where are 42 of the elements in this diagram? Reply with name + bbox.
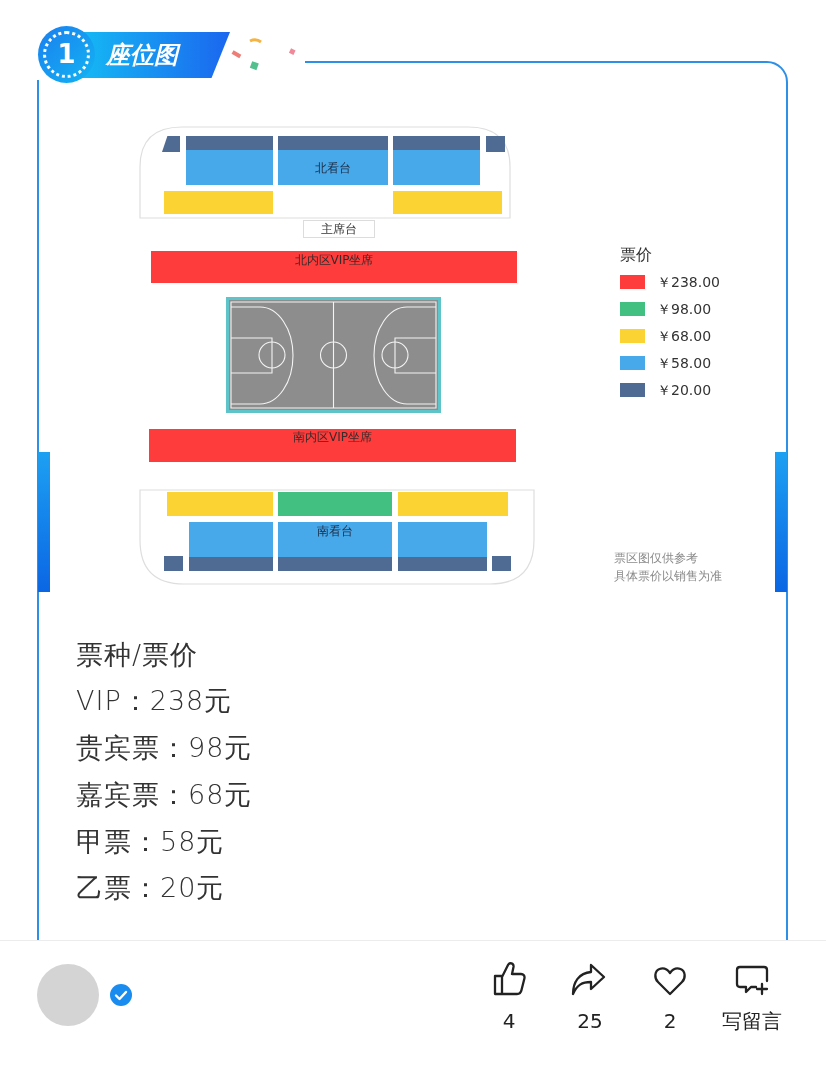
legend-label: ￥68.00 <box>657 327 712 345</box>
legend-label: ￥238.00 <box>657 273 720 291</box>
seat-section <box>398 557 487 571</box>
seat-section: 北内区VIP坐席 <box>151 251 517 283</box>
legend-label: ￥20.00 <box>657 381 712 399</box>
seat-section <box>398 492 508 516</box>
seat-section: 南内区VIP坐席 <box>149 429 516 462</box>
seat-section <box>278 136 388 150</box>
seat-section <box>167 492 273 516</box>
seat-section <box>186 150 273 185</box>
legend-label: ￥98.00 <box>657 300 712 318</box>
note-text: 票区图仅供参考 <box>614 551 698 566</box>
seat-section: 北看台 <box>278 150 388 185</box>
ticket-price-text: 票种/票价 <box>76 638 199 672</box>
ticket-price-text: 乙票：20元 <box>76 871 225 905</box>
seat-section <box>164 191 273 214</box>
seat-section <box>393 136 480 150</box>
number-badge: 1 <box>38 26 95 83</box>
seat-section <box>492 556 511 571</box>
count-label: 2 <box>663 1008 677 1034</box>
seat-section <box>393 150 480 185</box>
ticket-price-text: 嘉宾票：68元 <box>76 778 253 812</box>
ticket-price-text: 贵宾票：98元 <box>76 731 253 765</box>
seat-section <box>278 492 392 516</box>
seat-section <box>398 522 487 557</box>
legend-label: ￥58.00 <box>657 354 712 372</box>
seat-section <box>486 136 505 152</box>
seat-section <box>189 557 273 571</box>
ticket-price-text: VIP：238元 <box>76 684 233 718</box>
seat-section <box>164 556 183 571</box>
action-label: 写留言 <box>722 1008 782 1034</box>
legend-title: 票价 <box>620 244 652 265</box>
seat-section <box>278 557 392 571</box>
seat-section <box>393 191 502 214</box>
count-label: 25 <box>577 1008 603 1034</box>
seat-section <box>189 522 273 557</box>
seat-section <box>186 136 273 150</box>
ticket-price-text: 甲票：58元 <box>76 825 225 859</box>
seat-section: 主席台 <box>303 220 375 238</box>
note-text: 具体票价以销售为准 <box>614 569 722 584</box>
count-label: 4 <box>502 1008 516 1034</box>
seat-section: 南看台 <box>278 522 392 557</box>
